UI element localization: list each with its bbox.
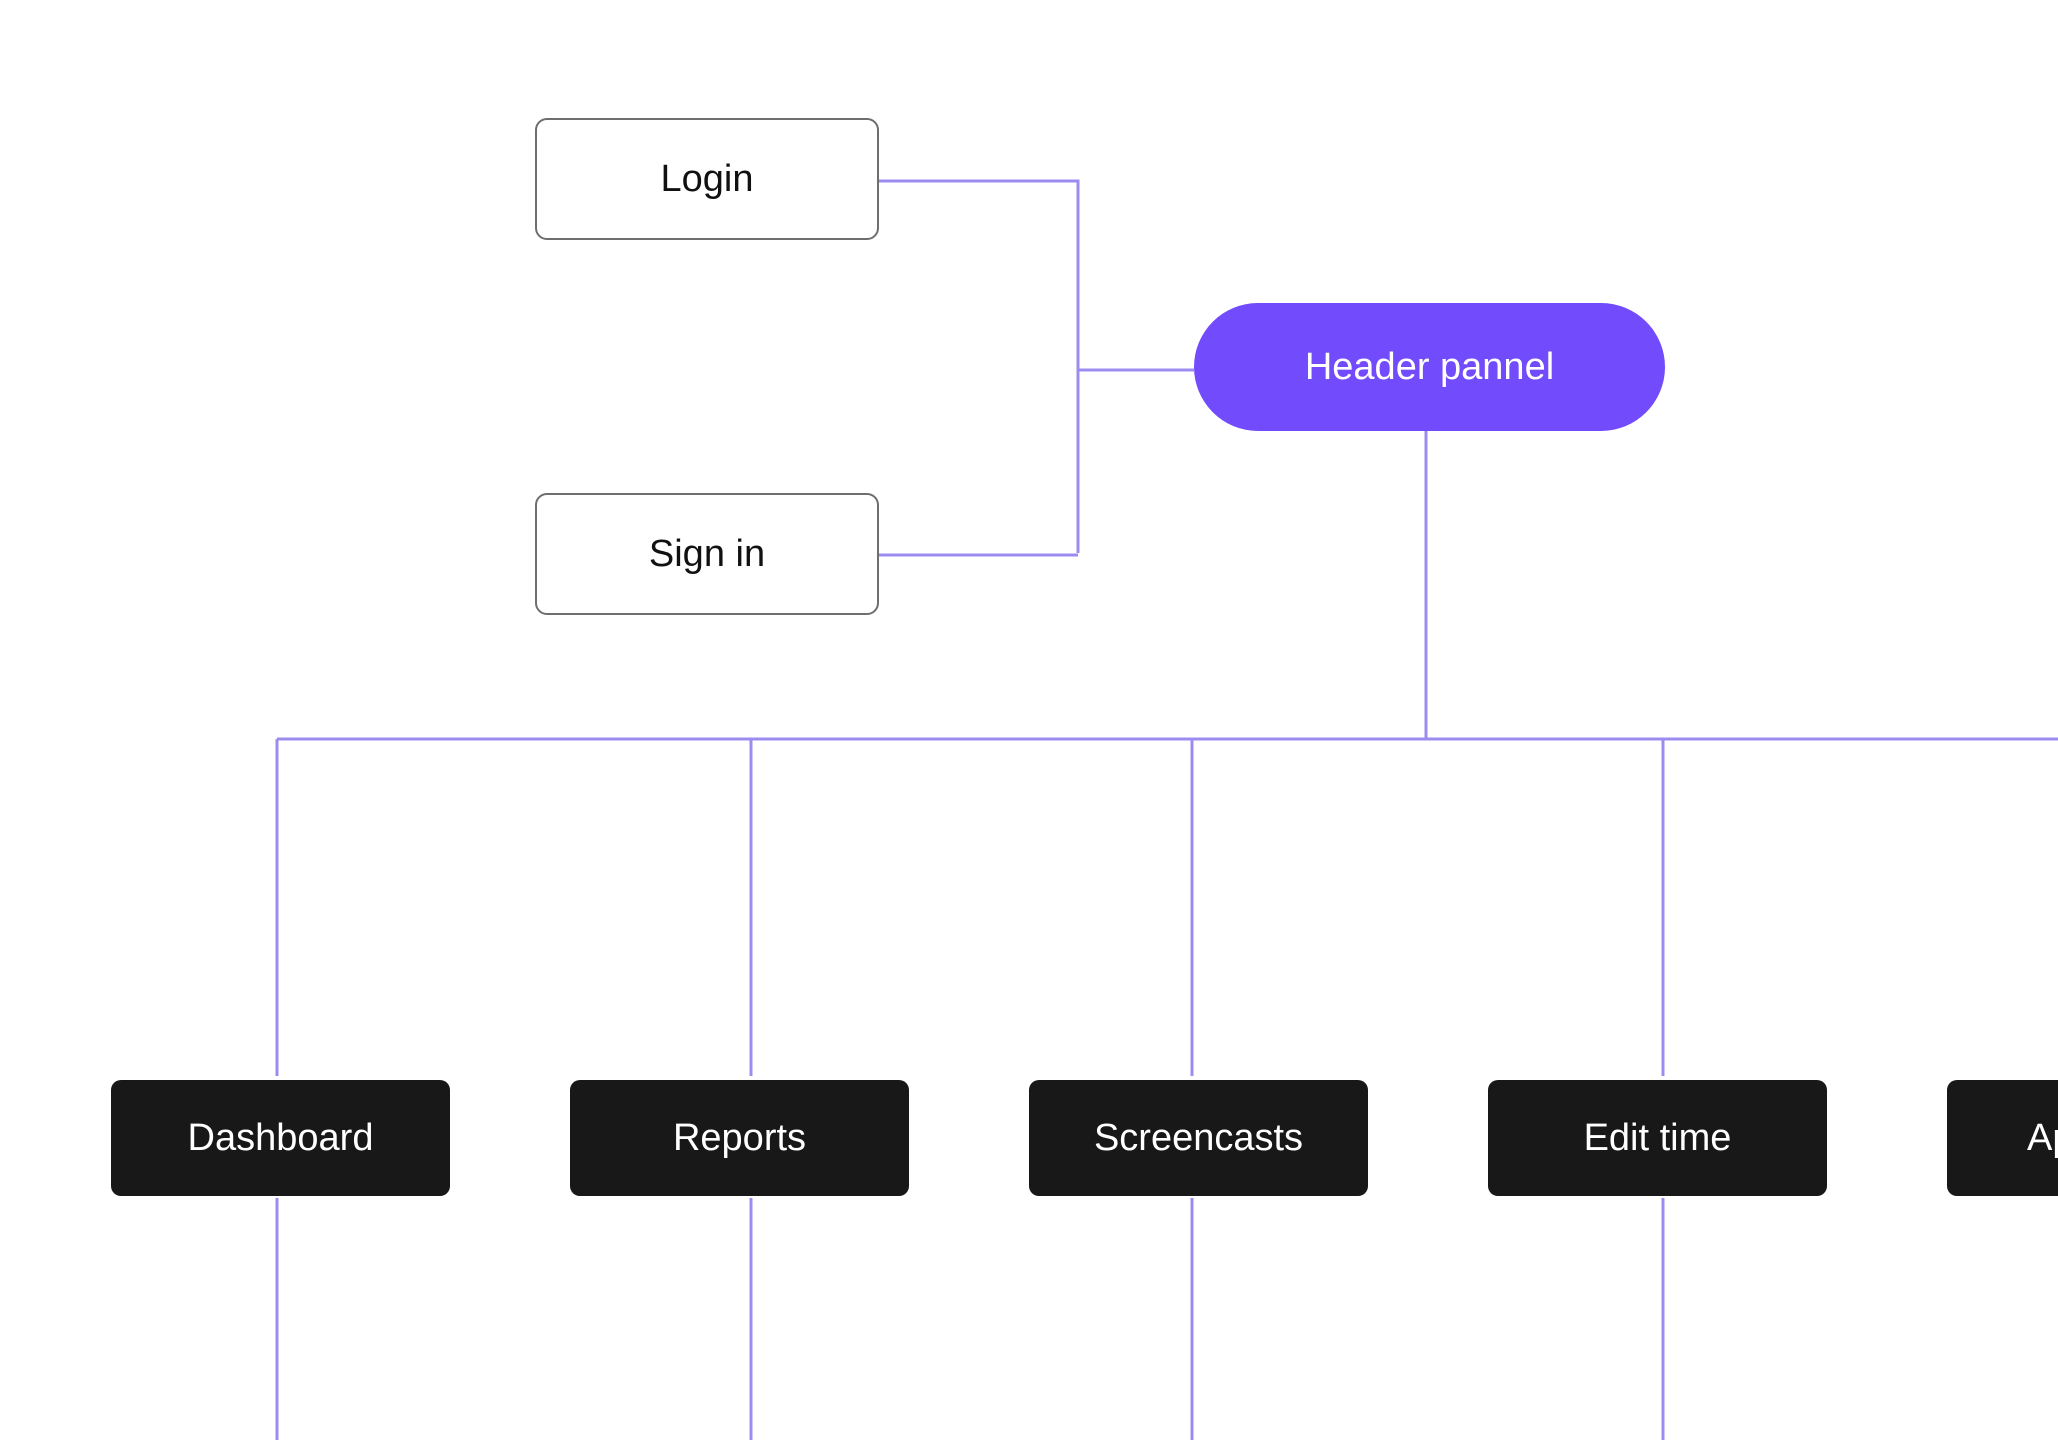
edit-time-label: Edit time xyxy=(1583,1116,1732,1159)
dashboard-node[interactable]: Dashboard xyxy=(111,1080,450,1196)
header-panel-node[interactable]: Header pannel xyxy=(1194,303,1665,431)
reports-label: Reports xyxy=(672,1116,807,1159)
dashboard-label: Dashboard xyxy=(187,1116,374,1159)
screencasts-node[interactable]: Screencasts xyxy=(1029,1080,1368,1196)
connector-group xyxy=(275,179,2058,1440)
connector-login xyxy=(879,179,1080,553)
header-panel-label: Header pannel xyxy=(1304,345,1555,388)
login-label: Login xyxy=(660,157,754,200)
signin-node[interactable]: Sign in xyxy=(535,493,879,615)
login-node[interactable]: Login xyxy=(535,118,879,240)
partial-section-label: Ap xyxy=(2027,1116,2058,1159)
screencasts-label: Screencasts xyxy=(1093,1116,1304,1159)
signin-label: Sign in xyxy=(648,532,766,575)
partial-section-node[interactable]: Ap xyxy=(1947,1080,2058,1196)
edit-time-node[interactable]: Edit time xyxy=(1488,1080,1827,1196)
reports-node[interactable]: Reports xyxy=(570,1080,909,1196)
